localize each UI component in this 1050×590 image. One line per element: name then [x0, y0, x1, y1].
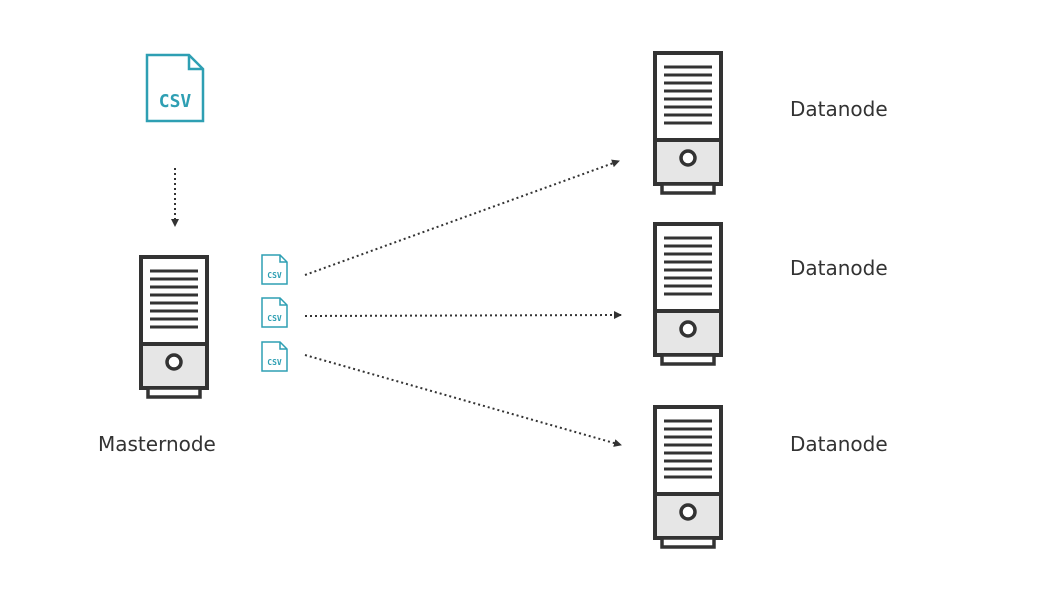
- distribution-arrow: [304, 159, 620, 276]
- source-csv-file-label: CSV: [159, 91, 192, 112]
- datanode-server-icon: [653, 51, 723, 195]
- datanode-label: Datanode: [790, 432, 888, 456]
- distribution-arrow: [304, 311, 622, 320]
- masternode-label: Masternode: [98, 432, 216, 456]
- datanode-label: Datanode: [790, 97, 888, 121]
- chunk-csv-file-icon: CSV: [261, 297, 288, 328]
- chunk-csv-label: CSV: [267, 271, 282, 280]
- distribution-arrow: [304, 354, 622, 447]
- datanode-server-icon: [653, 222, 723, 366]
- chunk-csv-label: CSV: [267, 358, 282, 367]
- chunk-csv-label: CSV: [267, 314, 282, 323]
- chunk-csv-file-icon: CSV: [261, 341, 288, 372]
- source-csv-file-icon: CSV: [145, 53, 205, 123]
- chunk-csv-file-icon: CSV: [261, 254, 288, 285]
- masternode-server-icon: [139, 255, 209, 399]
- datanode-server-icon: [653, 405, 723, 549]
- datanode-label: Datanode: [790, 256, 888, 280]
